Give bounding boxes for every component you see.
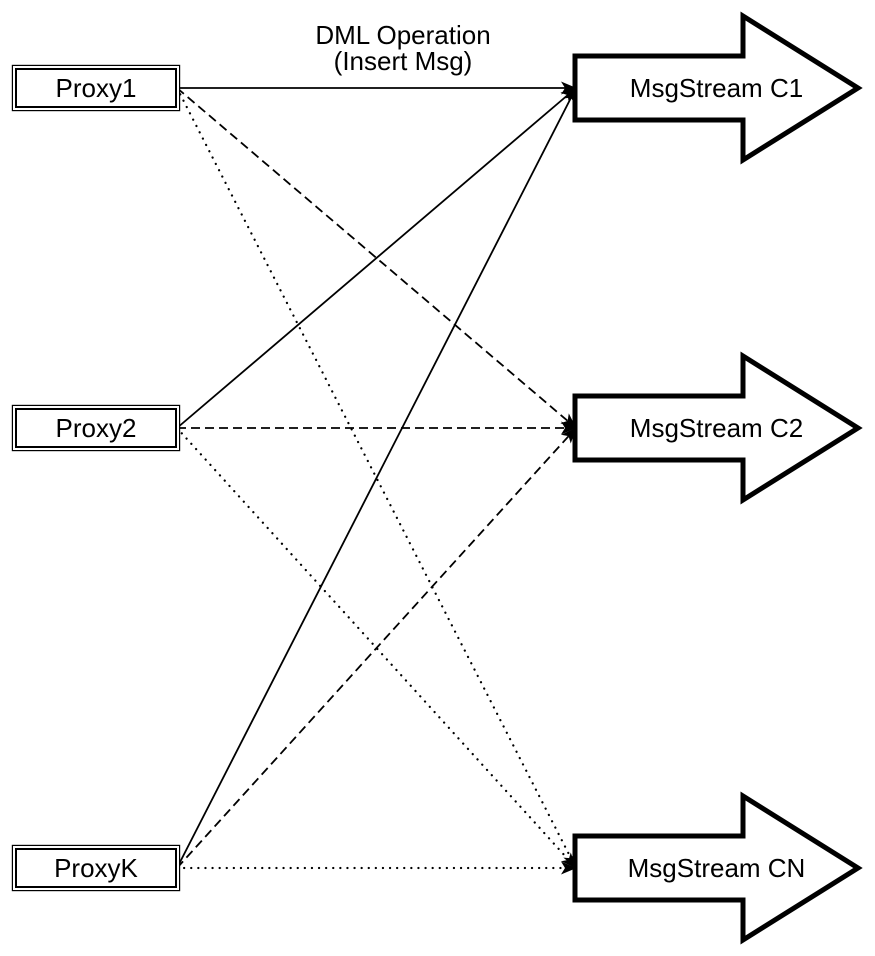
edge-lines: [175, 81, 578, 875]
edge-proxyk-to-msgstream-c2: [176, 427, 577, 869]
edge-proxy1-to-msgstream-c2: [176, 87, 577, 429]
stream-shapes: [572, 11, 863, 945]
node-proxy2: Proxy2: [15, 408, 177, 448]
msgstream-c2-arrow-shape: [572, 351, 863, 505]
proxy2-label: Proxy2: [55, 412, 137, 443]
node-proxy1: Proxy1: [15, 68, 177, 108]
title-line2: (Insert Msg): [333, 46, 473, 76]
diagram-title: DML Operation (Insert Msg): [303, 22, 503, 74]
edge-proxyk-to-msgstream-c1: [176, 87, 577, 869]
edge-proxy2-to-msgstream-cn: [175, 426, 578, 870]
edge-proxy2-to-msgstream-c1: [176, 87, 577, 429]
title-line1: DML Operation: [315, 20, 491, 50]
msgstream-cn-arrow-shape: [572, 791, 863, 945]
msgstream-c1-arrow-shape: [572, 11, 863, 165]
proxy1-label: Proxy1: [55, 72, 137, 103]
node-proxyk: ProxyK: [15, 848, 177, 888]
proxyk-label: ProxyK: [54, 852, 138, 883]
